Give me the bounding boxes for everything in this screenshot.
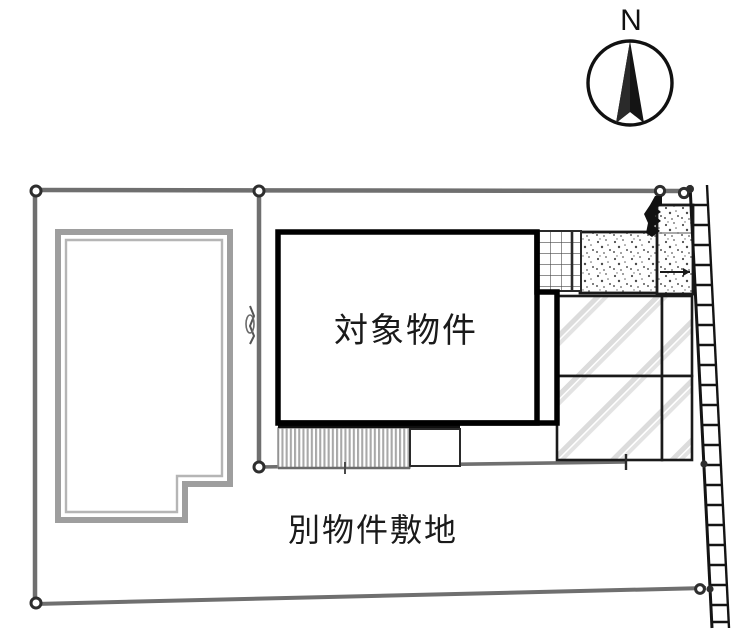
road-outer-line <box>705 184 731 629</box>
boundary-node-n-mid <box>252 184 266 198</box>
subject-building-group: 対象物件 <box>275 229 560 426</box>
diagonal-hatch-upper-left-region <box>555 294 664 378</box>
compass-needle-shade-icon <box>616 41 630 123</box>
interior-boundary-ticks <box>344 454 628 474</box>
road-node-south <box>706 585 714 593</box>
terrace-plain-extension-region <box>409 428 461 467</box>
boundary-node-interior-sw <box>252 460 266 474</box>
boundary-node-markers <box>29 184 706 610</box>
boundary-node-ne <box>677 186 691 200</box>
boundary-node-sw <box>29 596 43 610</box>
boundary-node-se <box>694 583 706 595</box>
subject-property-label: 対象物件 <box>334 311 478 351</box>
dimension-marker-ellipse-icon <box>245 314 255 334</box>
gate-symbol-group <box>644 196 662 237</box>
adjacent-building-group <box>55 229 233 523</box>
stipple-concrete-right-region <box>655 203 695 296</box>
adjacent-building-inner-wall <box>64 238 224 514</box>
stipple-concrete-left-region <box>578 230 660 295</box>
diagonal-hatch-lower-right-region <box>660 374 694 462</box>
gate-symbol-icon <box>644 196 662 237</box>
paving-texture-group <box>277 203 695 470</box>
subject-building-east-wing-outline <box>278 232 560 426</box>
boundary-line-south <box>34 586 707 606</box>
dimension-marker-zigzag-icon <box>248 305 256 345</box>
stipple-region-arrow-head-icon <box>683 268 690 276</box>
road-node-north <box>686 185 694 193</box>
vertical-stripe-terrace-region <box>277 427 411 469</box>
diagonal-hatch-upper-right-region <box>660 294 694 378</box>
boundary-line-north <box>34 187 684 194</box>
subject-building-outline <box>275 229 540 426</box>
diagonal-hatch-lower-left-region <box>555 374 664 462</box>
road-node-mid <box>700 460 708 468</box>
boundary-dimension-marker-group <box>245 305 256 345</box>
compass-north-letter: N <box>620 4 642 37</box>
grid-mesh-region <box>536 230 582 292</box>
compass-rose: N <box>586 4 674 127</box>
road-rungs <box>690 203 729 624</box>
adjacent-property-label: 別物件敷地 <box>288 511 458 549</box>
road-edge-group <box>686 184 731 629</box>
boundary-node-ne-inner <box>653 184 667 198</box>
boundary-node-nw <box>29 184 43 198</box>
road-inner-line <box>688 184 714 629</box>
